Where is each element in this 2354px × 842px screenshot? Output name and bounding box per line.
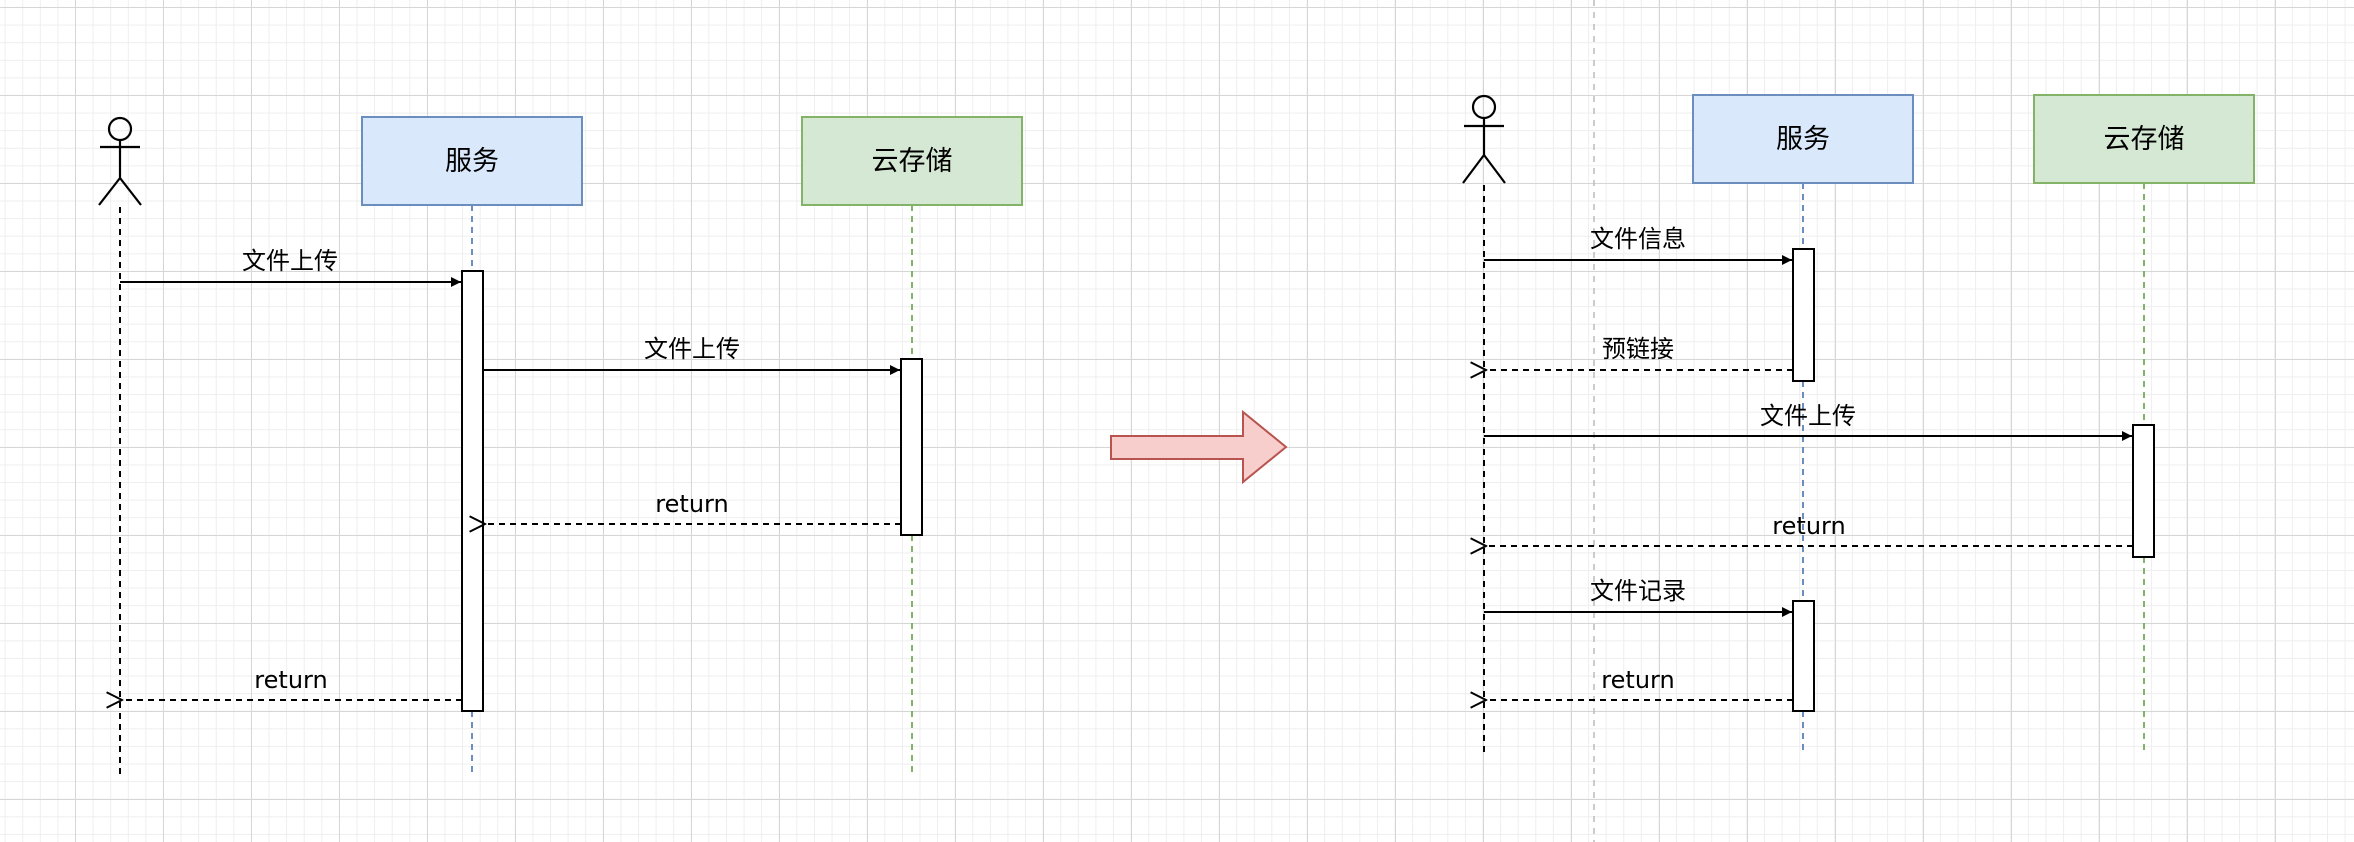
right-actor-icon[interactable] bbox=[1462, 94, 1506, 184]
right-upload-label: 文件上传 bbox=[1760, 402, 1856, 430]
left-return-label-2: return bbox=[254, 666, 327, 694]
right-file-info-label: 文件信息 bbox=[1590, 225, 1686, 253]
left-storage-box[interactable] bbox=[801, 116, 1023, 206]
left-upload-label-1: 文件上传 bbox=[242, 247, 338, 275]
transition-arrow-icon bbox=[1110, 409, 1288, 485]
left-return-label-1: return bbox=[655, 490, 728, 518]
right-service-activation-2[interactable] bbox=[1792, 600, 1815, 712]
left-service-activation[interactable] bbox=[461, 270, 484, 712]
left-service-box[interactable] bbox=[361, 116, 583, 206]
right-presigned-link-label: 预链接 bbox=[1602, 335, 1674, 363]
left-upload-label-2: 文件上传 bbox=[644, 335, 740, 363]
left-service-label: 服务 bbox=[445, 146, 499, 177]
right-service-label: 服务 bbox=[1776, 124, 1830, 155]
left-diagram: 服务 云存储 文件上传 文件上传 return return bbox=[98, 116, 1023, 777]
right-diagram: 服务 云存储 文件信息 预链接 文件上传 return 文件记录 return bbox=[1462, 0, 2255, 842]
right-storage-label: 云存储 bbox=[2104, 124, 2185, 155]
right-file-record-label: 文件记录 bbox=[1590, 577, 1686, 605]
right-return-upload-label: return bbox=[1772, 512, 1845, 540]
right-return-record-label: return bbox=[1601, 666, 1674, 694]
right-storage-activation[interactable] bbox=[2132, 424, 2155, 558]
right-storage-box[interactable] bbox=[2033, 94, 2255, 184]
left-storage-label: 云存储 bbox=[872, 146, 953, 177]
left-storage-activation[interactable] bbox=[900, 358, 923, 536]
right-service-activation-1[interactable] bbox=[1792, 248, 1815, 382]
left-actor-icon[interactable] bbox=[98, 116, 142, 206]
